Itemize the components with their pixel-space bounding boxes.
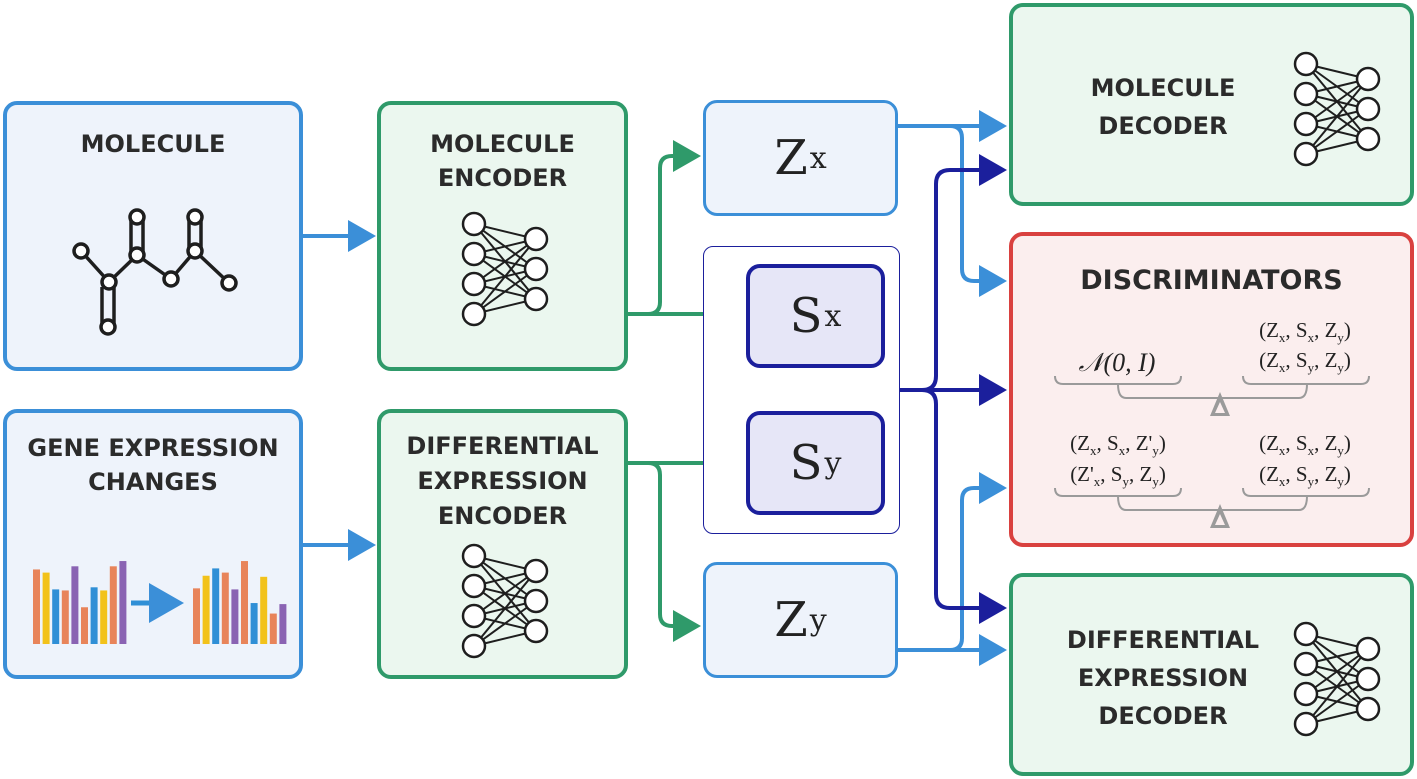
before-bar — [81, 607, 88, 644]
after-bar — [250, 603, 258, 644]
differential-encoder-box: DIFFERENTIAL EXPRESSION ENCODER — [377, 409, 628, 679]
nn-node — [461, 603, 487, 629]
molecule-input-box: MOLECULE — [3, 101, 303, 371]
nn-node — [1293, 711, 1319, 737]
arrow-encoder-to-zx — [628, 140, 701, 316]
nn-node — [523, 226, 549, 252]
differential-encoder-title-line1: DIFFERENTIAL — [406, 432, 599, 460]
neural-network-icon — [461, 543, 549, 659]
after-bar — [241, 561, 248, 644]
before-bar — [109, 566, 117, 644]
molecule-title: MOLECULE — [80, 130, 226, 158]
after-bar — [193, 588, 200, 644]
differential-encoder-title-line3: ENCODER — [437, 502, 568, 530]
differential-decoder-title-line1: DIFFERENTIAL — [1066, 626, 1260, 654]
before-bar — [52, 589, 60, 644]
before-bar — [71, 566, 79, 644]
after-bar — [212, 568, 220, 644]
tuple-zx-sy-zy: (Zx, Sy, Zy) — [1259, 348, 1351, 376]
gene-expression-input-box: GENE EXPRESSION CHANGES — [3, 409, 303, 679]
nn-node — [461, 271, 487, 297]
nn-node — [523, 558, 549, 584]
after-bar — [202, 575, 210, 644]
nn-node — [461, 301, 487, 327]
differential-decoder-title-line3: DECODER — [1098, 702, 1228, 730]
neural-network-icon — [1293, 621, 1381, 737]
gene-bar-charts-icon — [33, 561, 287, 644]
arrow-zx-to-discriminators — [898, 124, 1007, 297]
molecule-decoder-title-line2: DECODER — [1098, 112, 1228, 140]
nn-node — [1293, 141, 1319, 167]
arrow-encoder-to-zy — [628, 461, 701, 642]
after-bar — [260, 576, 268, 644]
nn-node — [461, 241, 487, 267]
balance-scales-icon — [1054, 375, 1370, 528]
nn-node — [1293, 651, 1319, 677]
nn-node — [1293, 621, 1319, 647]
before-bar — [100, 590, 108, 644]
differential-encoder-title-line2: EXPRESSION — [417, 467, 588, 495]
before-bar — [42, 572, 50, 644]
after-bar — [269, 613, 277, 644]
gene-expression-title-line2: CHANGES — [88, 468, 218, 496]
tuple-zx-sx-zy-2: (Zx, Sx, Zy) — [1259, 431, 1351, 459]
arrow-zy-to-discriminators — [898, 472, 1007, 652]
nn-node — [523, 618, 549, 644]
nn-node — [1355, 126, 1381, 152]
before-bar — [61, 590, 69, 644]
nn-node — [523, 588, 549, 614]
nn-node — [461, 211, 487, 237]
tuple-zx-sx-zpy: (Zx, Sx, Z'y) — [1070, 431, 1166, 459]
nn-node — [461, 573, 487, 599]
after-bar — [231, 589, 239, 644]
nn-node — [461, 633, 487, 659]
molecule-decoder-title-line1: MOLECULE — [1090, 74, 1236, 102]
nn-node — [1355, 96, 1381, 122]
arrow-s-to-diff-decoder — [900, 388, 1007, 624]
before-bar — [90, 587, 98, 644]
nn-node — [1293, 681, 1319, 707]
nn-node — [1355, 666, 1381, 692]
tuple-zx-sy-zy-2: (Zx, Sy, Zy) — [1259, 462, 1351, 490]
molecule-structure-icon — [72, 208, 238, 336]
nn-node — [461, 543, 487, 569]
gene-expression-title-line1: GENE EXPRESSION — [27, 434, 279, 462]
discriminators-box: DISCRIMINATORS 𝒩(0, I) (Zx, Sx, Zy) (Zx,… — [1009, 232, 1414, 547]
before-bar — [33, 569, 40, 644]
nn-node — [1293, 51, 1319, 77]
nn-node — [523, 256, 549, 282]
tuple-zpx-sy-zy: (Z'x, Sy, Zy) — [1070, 462, 1166, 490]
molecule-encoder-box: MOLECULE ENCODER — [377, 101, 628, 371]
after-bar — [279, 604, 287, 644]
after-bar — [221, 572, 229, 644]
discriminators-title: DISCRIMINATORS — [1080, 265, 1343, 296]
differential-decoder-title-line2: EXPRESSION — [1077, 664, 1249, 692]
tuple-zx-sx-zy: (Zx, Sx, Zy) — [1259, 318, 1351, 346]
differential-decoder-box: DIFFERENTIAL EXPRESSION DECODER — [1009, 573, 1414, 776]
before-bar — [119, 561, 127, 644]
nn-node — [523, 286, 549, 312]
nn-node — [1355, 696, 1381, 722]
neural-network-icon — [461, 211, 549, 327]
prior-distribution: 𝒩(0, I) — [1078, 348, 1156, 377]
molecule-encoder-title-line1: MOLECULE — [430, 130, 575, 158]
molecule-encoder-title-line2: ENCODER — [437, 164, 568, 192]
molecule-decoder-box: MOLECULE DECODER — [1009, 3, 1414, 206]
nn-node — [1355, 636, 1381, 662]
nn-node — [1355, 66, 1381, 92]
nn-node — [1293, 111, 1319, 137]
nn-node — [1293, 81, 1319, 107]
neural-network-icon — [1293, 51, 1381, 167]
